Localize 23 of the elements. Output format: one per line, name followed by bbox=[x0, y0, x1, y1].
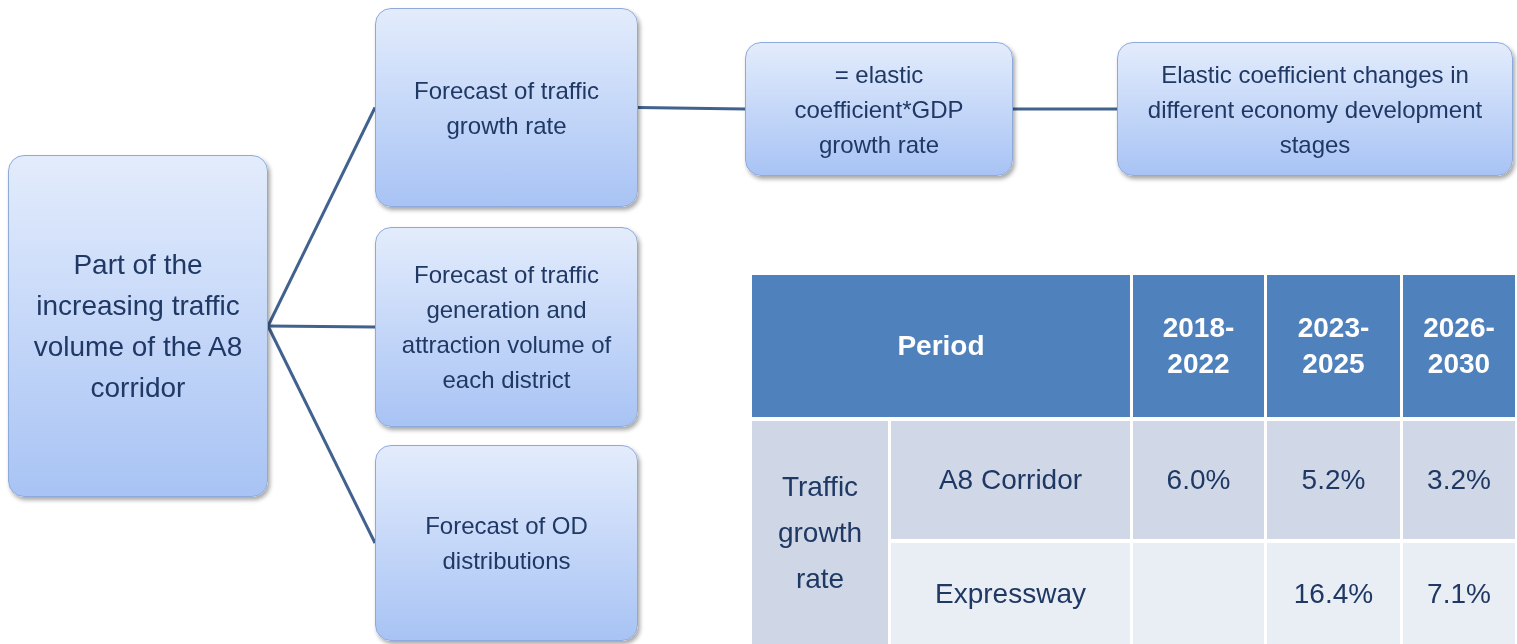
table-cell: Expressway bbox=[891, 543, 1130, 644]
process-box: = elastic coefficient*GDP growth rate bbox=[745, 42, 1013, 176]
process-box: Forecast of OD distributions bbox=[375, 445, 638, 641]
connector-line bbox=[268, 324, 375, 329]
connector-line bbox=[266, 106, 377, 327]
table-cell: A8 Corridor bbox=[891, 421, 1130, 539]
table-cell: 3.2% bbox=[1403, 421, 1515, 539]
table-cell: Traffic growth rate bbox=[752, 421, 888, 644]
table-cell: 7.1% bbox=[1403, 543, 1515, 644]
header-cell: 2018-2022 bbox=[1133, 275, 1264, 417]
process-box: Elastic coefficient changes in different economy development stages bbox=[1117, 42, 1513, 176]
connector-line bbox=[1013, 107, 1117, 111]
table-cell: 16.4% bbox=[1267, 543, 1400, 644]
process-box: Forecast of traffic growth rate bbox=[375, 8, 638, 207]
process-box: Part of the increasing traffic volume of the A8 corridor bbox=[8, 155, 268, 497]
header-cell: 2023-2025 bbox=[1267, 275, 1400, 417]
header-cell: 2026-2030 bbox=[1403, 275, 1515, 417]
table-cell: 6.0% bbox=[1133, 421, 1264, 539]
connector-line bbox=[266, 325, 377, 544]
table-cell: 5.2% bbox=[1267, 421, 1400, 539]
connector-line bbox=[637, 106, 746, 111]
header-cell: Period bbox=[752, 275, 1130, 417]
process-box: Forecast of traffic generation and attraction volume of each district bbox=[375, 227, 638, 427]
